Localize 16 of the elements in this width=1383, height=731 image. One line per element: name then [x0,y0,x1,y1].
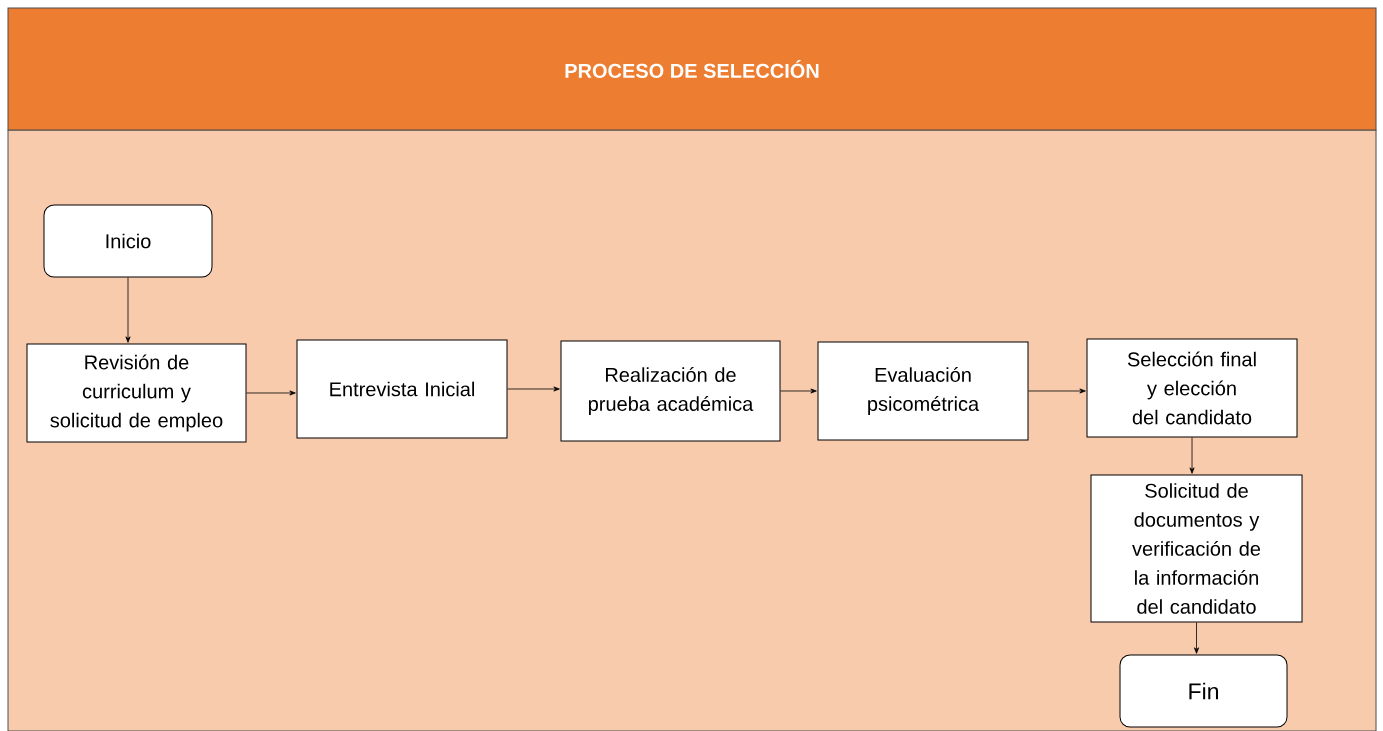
process-box: Realización de prueba académica [560,340,781,442]
arrow [780,388,817,394]
title-band: PROCESO DE SELECCIÓN [7,7,1377,131]
arrow [1028,388,1086,394]
arrow [1194,622,1199,654]
arrow [1189,437,1195,474]
start-end-box: Inicio [43,204,213,278]
process-box: Evaluación psicométrica [817,341,1029,441]
process-box: Selección final y elección del candidato [1086,338,1298,438]
process-box: Solicitud de documentos y verificación de la información del candidato [1090,474,1303,623]
start-end-box: Fin [1119,654,1288,728]
process-box: Entrevista Inicial [296,339,508,439]
arrow [125,277,131,343]
process-box: Revisión de curriculum y solicitud de empleo [26,343,247,443]
arrow [246,390,296,396]
arrow [507,386,560,392]
